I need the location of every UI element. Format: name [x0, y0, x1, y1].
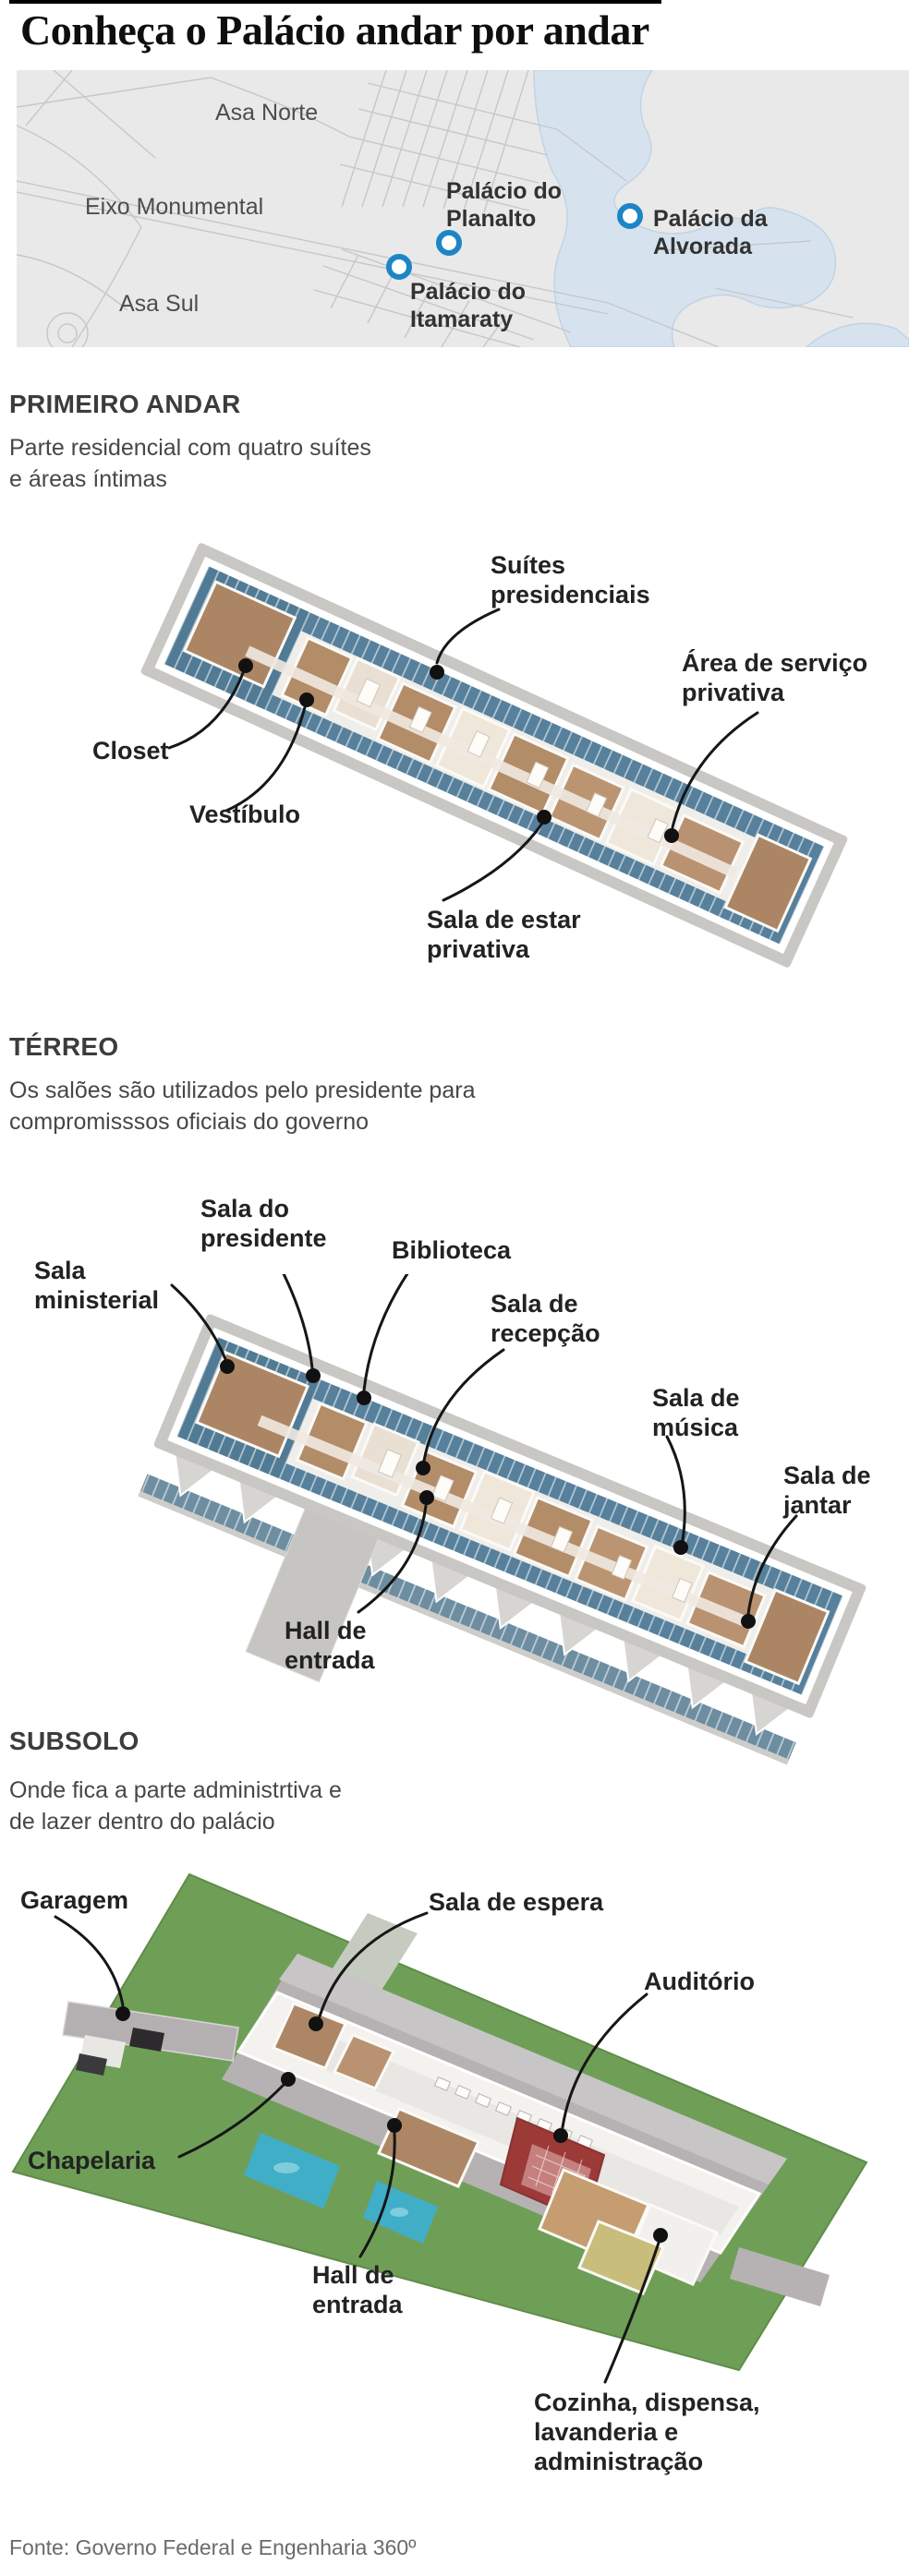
label-auditorium: Auditório [644, 1968, 755, 1995]
map-roads [17, 70, 854, 347]
top-rule [9, 0, 661, 4]
map-lake [533, 70, 909, 347]
garage-ramp [62, 2001, 239, 2076]
basement-building [236, 1991, 830, 2306]
map-markers [386, 203, 643, 280]
floor-plan-ground-floor [138, 1274, 867, 1765]
label-suites: Suítes presidenciais [491, 551, 650, 608]
ground-floor-leader-lines [170, 1274, 798, 1629]
label-waiting-room: Sala de espera [429, 1888, 604, 1916]
first-floor-building [140, 543, 848, 968]
floor-plan-first-floor [140, 543, 848, 968]
locator-map [17, 70, 909, 347]
section-heading-first-floor: PRIMEIRO ANDAR [9, 390, 241, 418]
label-living-room: Sala de estar privativa [427, 906, 581, 963]
section-desc-basement: Onde fica a parte administrtiva e de laz… [9, 1777, 342, 1835]
section-heading-basement: SUBSOLO [9, 1727, 139, 1755]
map-label-alvorada: Palácio da Alvorada [653, 206, 768, 259]
label-entrance-hall-basement: Hall de entrada [312, 2261, 403, 2318]
label-music-room: Sala de música [652, 1384, 740, 1441]
map-label-eixo-monumental: Eixo Monumental [85, 194, 264, 220]
section-desc-first-floor: Parte residencial com quatro suítes e ár… [9, 435, 371, 492]
map-label-itamaraty: Palácio do Itamaraty [410, 279, 527, 332]
source-note: Fonte: Governo Federal e Engenharia 360º [9, 2535, 417, 2559]
label-cloakroom: Chapelaria [28, 2147, 156, 2174]
floor-plan-basement [11, 1872, 868, 2384]
label-closet: Closet [92, 737, 169, 764]
label-service-area: Área de serviço privativa [682, 649, 868, 706]
label-president-room: Sala do presidente [200, 1195, 327, 1252]
map-label-planalto: Palácio do Planalto [446, 178, 563, 232]
platform-top [279, 1954, 787, 2185]
first-floor-leader-lines [167, 608, 759, 902]
map-marker-planalto [436, 230, 462, 256]
page-title: Conheça o Palácio andar por andar [20, 6, 649, 54]
section-desc-ground-floor: Os salões são utilizados pelo presidente… [9, 1077, 476, 1135]
label-kitchen-admin: Cozinha, dispensa, lavanderia e administ… [534, 2389, 760, 2475]
map-marker-itamaraty [386, 254, 412, 280]
right-driveway [730, 2247, 830, 2306]
map-label-asa-norte: Asa Norte [215, 100, 319, 126]
map-marker-alvorada [617, 203, 643, 229]
label-library: Biblioteca [392, 1236, 512, 1264]
laundry-room-yellow [577, 2220, 665, 2295]
label-dining-room: Sala de jantar [783, 1462, 871, 1519]
section-heading-ground-floor: TÉRREO [9, 1032, 119, 1061]
label-vestibule: Vestíbulo [189, 800, 301, 828]
label-reception-room: Sala de recepção [491, 1290, 600, 1347]
label-entrance-hall-ground: Hall de entrada [285, 1617, 375, 1674]
ground-floor-building [138, 1314, 867, 1765]
basement-leader-lines [54, 1911, 668, 2384]
label-ministerial-room: Sala ministerial [34, 1257, 160, 1314]
reflecting-pools [244, 2133, 438, 2244]
label-garage: Garagem [20, 1886, 129, 1914]
map-label-asa-sul: Asa Sul [119, 291, 200, 317]
